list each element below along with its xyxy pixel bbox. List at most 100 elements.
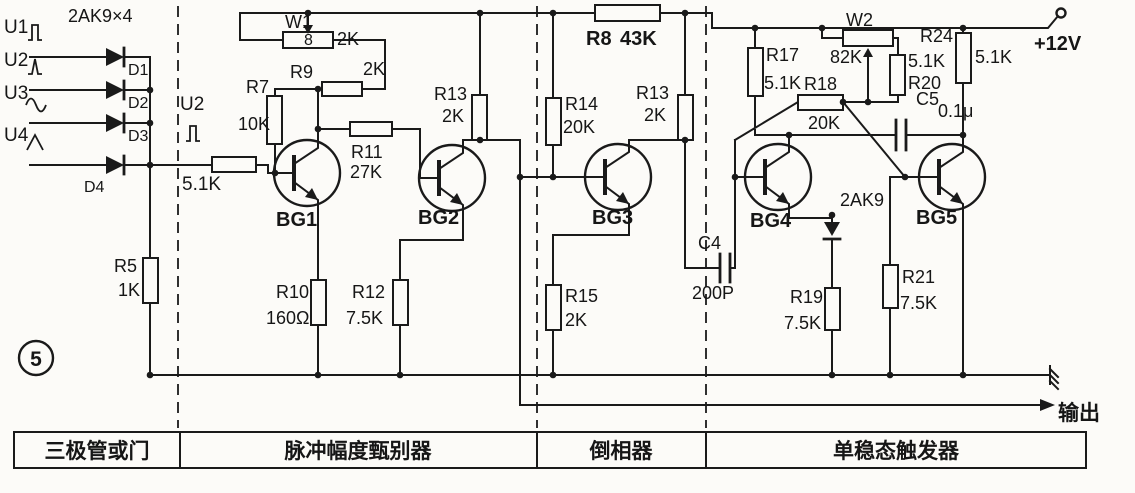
figure-number-badge: 5 <box>17 339 55 377</box>
resistor-r13a-value: 2K <box>442 106 464 126</box>
w1-value-right: 2K <box>337 29 359 49</box>
diode-d4-label: D4 <box>84 179 105 196</box>
transistor-bg5-label: BG5 <box>916 207 957 229</box>
junction-dots <box>146 9 967 379</box>
bg5-emitter-arrow <box>950 192 963 204</box>
resistor-r15-value: 2K <box>565 310 587 330</box>
section-band-frame <box>13 431 1087 469</box>
resistor-r9-label: R9 <box>290 62 313 82</box>
labels: U1 U2 U3 U4 2AK9×4 D1 D2 D3 D4 U2 5.1K R… <box>4 6 1100 425</box>
diode-group-label: 2AK9×4 <box>68 6 133 26</box>
figure-number: 5 <box>30 348 42 371</box>
diode-d3-icon <box>106 114 124 132</box>
resistor-r19-label: R19 <box>790 287 823 307</box>
output-label: 输出 <box>1058 401 1100 425</box>
resistor-r21-label: R21 <box>902 267 935 287</box>
transistor-bg3-label: BG3 <box>592 207 633 229</box>
resistor-r17-body <box>747 47 764 97</box>
resistor-r7-body <box>266 95 283 145</box>
input-u1-label: U1 <box>4 17 28 38</box>
resistor-r7-value: 10K <box>238 114 270 134</box>
resistor-r18-body <box>797 94 844 111</box>
resistor-r14-value: 20K <box>563 117 595 137</box>
u2-waveform-icon <box>28 58 42 75</box>
resistor-r17-value: 5.1K <box>764 73 801 93</box>
signal-u2-label: U2 <box>180 94 204 115</box>
section-label-inverter: 倒相器 <box>589 439 654 463</box>
resistor-r7-label: R7 <box>246 77 269 97</box>
u2-signal-waveform-icon <box>186 125 200 142</box>
resistor-r8-value: 43K <box>620 28 657 50</box>
transistor-bg3-icon <box>583 142 653 212</box>
resistor-r21-body <box>882 264 899 309</box>
w1-wiper-arrow <box>303 25 313 34</box>
resistor-r24-value: 5.1K <box>975 47 1012 67</box>
resistor-r19-body <box>824 287 841 331</box>
diode-2ak9-icon <box>824 222 840 236</box>
resistors <box>142 4 972 331</box>
transistor-base-bars <box>292 155 941 196</box>
resistor-r13a-body <box>471 94 488 141</box>
bg3-emitter-arrow <box>616 192 629 204</box>
resistor-r5-value: 1K <box>118 280 140 300</box>
capacitor-c5-value: 0.1μ <box>938 101 973 121</box>
diode-d1-label: D1 <box>128 62 149 79</box>
resistor-r13a-label: R13 <box>434 84 467 104</box>
diodes <box>106 46 842 241</box>
w1-value-left: 8 <box>304 32 313 49</box>
resistor-r10-label: R10 <box>276 282 309 302</box>
resistor-r20-label: R20 <box>908 73 941 93</box>
input-u4-label: U4 <box>4 125 29 146</box>
resistor-r15-body <box>545 284 562 331</box>
bg1-emitter-arrow <box>305 188 318 200</box>
supply-terminal-icon <box>1055 7 1067 19</box>
transistor-bg4-icon <box>743 142 813 212</box>
resistor-r18-label: R18 <box>804 74 837 94</box>
resistor-r11-body <box>349 121 393 137</box>
resistor-r8-body <box>594 4 661 22</box>
resistor-r18-value: 20K <box>808 113 840 133</box>
resistor-r13b-body <box>677 94 694 141</box>
resistor-r12-label: R12 <box>352 282 385 302</box>
resistor-r14-body <box>545 97 562 146</box>
resistor-r17-label: R17 <box>766 45 799 65</box>
transistor-bg4-label: BG4 <box>750 210 792 232</box>
section-divider-lines <box>177 6 707 428</box>
input-u2-label: U2 <box>4 50 28 71</box>
bg4-emitter-arrow <box>776 192 789 204</box>
diode-d4-icon <box>106 156 124 174</box>
section-band-dividers <box>179 431 707 469</box>
w2-wiper-arrow <box>863 48 873 57</box>
diode-2ak9-label: 2AK9 <box>840 190 884 210</box>
capacitor-c5-icon <box>894 118 908 152</box>
section-label-or-gate: 三极管或门 <box>45 439 150 463</box>
diode-cathode-bars <box>122 46 842 241</box>
wiring <box>29 12 1060 406</box>
u4-waveform-icon <box>26 133 44 151</box>
resistor-rb-value: 5.1K <box>182 174 221 195</box>
diode-d3-label: D3 <box>128 128 149 145</box>
capacitors <box>718 118 908 284</box>
resistor-r13b-label: R13 <box>636 83 669 103</box>
resistor-r13b-value: 2K <box>644 105 666 125</box>
section-label-discriminator: 脉冲幅度甄别器 <box>284 439 433 463</box>
capacitor-c4-value: 200P <box>692 283 734 303</box>
potentiometer-w2-body <box>842 29 894 47</box>
resistor-r9-body <box>321 81 363 97</box>
resistor-r8-label: R8 <box>586 28 612 50</box>
capacitor-c5-label: C5 <box>916 89 939 109</box>
resistor-r5-body <box>142 257 159 304</box>
capacitor-c4-icon <box>718 252 732 284</box>
resistor-rb-body <box>211 156 257 173</box>
section-label-monostable: 单稳态触发器 <box>833 439 960 463</box>
supply-label: +12V <box>1034 33 1082 55</box>
transistor-bg2-label: BG2 <box>418 207 459 229</box>
potentiometer-w2-value: 82K <box>830 47 862 67</box>
resistor-r24-label: R24 <box>920 26 953 46</box>
ground-icon <box>1041 365 1060 391</box>
waveform-glyphs <box>25 24 200 151</box>
input-u3-label: U3 <box>4 83 28 104</box>
resistor-r15-label: R15 <box>565 286 598 306</box>
